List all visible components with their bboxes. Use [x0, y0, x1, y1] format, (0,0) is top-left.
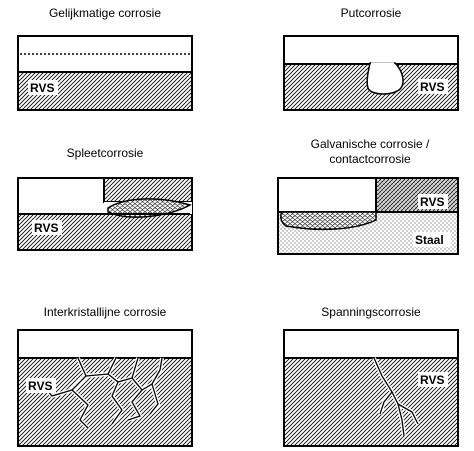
staal-label: Staal: [415, 233, 444, 247]
label-bg: [418, 194, 448, 209]
cover-plate: [103, 177, 193, 203]
rvs-label: RVS: [420, 373, 444, 387]
panel-interkristallijn: RVS: [17, 329, 193, 447]
title-galvanisch-line1: Galvanische corrosie /: [310, 137, 430, 151]
title-interkristallijn: Interkristallijne corrosie: [43, 305, 167, 319]
rvs-label: RVS: [420, 80, 444, 94]
rvs-label: RVS: [28, 379, 52, 393]
rvs-label: RVS: [30, 81, 54, 95]
label-bg: [418, 79, 448, 94]
top-layer: [277, 177, 377, 213]
title-gelijkmatige: Gelijkmatige corrosie: [48, 6, 162, 20]
label-bg: [28, 80, 58, 95]
panel-galvanisch: RVS Staal: [277, 177, 459, 255]
label-bg: [26, 378, 56, 393]
crevice-corrosion: [107, 198, 192, 218]
panel-spanning: RVS: [283, 329, 459, 447]
top-layer: [283, 35, 459, 65]
label-bg: [418, 372, 448, 387]
title-galvanisch-line2: contactcorrosie: [329, 152, 411, 166]
galvanic-corrosion: [280, 211, 377, 231]
title-put: Putcorrosie: [340, 6, 402, 20]
rvs-label: RVS: [420, 195, 444, 209]
panel-spleet: RVS: [17, 177, 193, 251]
panel-gelijkmatige: RVS: [17, 35, 193, 111]
title-spleet: Spleetcorrosie: [66, 146, 144, 160]
top-layer: [283, 329, 459, 359]
title-spanning: Spanningscorrosie: [321, 305, 421, 319]
stress-cracks: [373, 357, 419, 437]
rvs-label: RVS: [34, 221, 58, 235]
intergranular-cracks: [41, 357, 163, 429]
panel-put: RVS: [283, 35, 459, 111]
label-bg: [32, 220, 62, 235]
top-layer: [17, 329, 193, 359]
label-bg: [413, 232, 451, 247]
pit: [366, 62, 404, 95]
